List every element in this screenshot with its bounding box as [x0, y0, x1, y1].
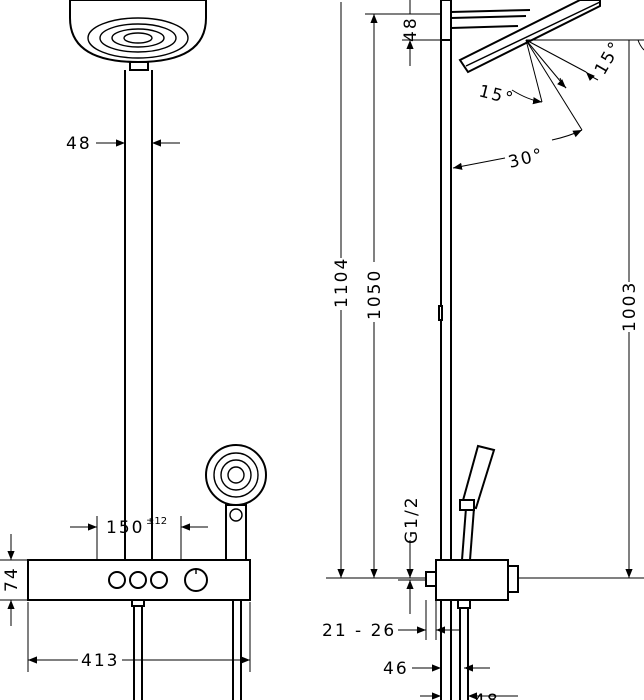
connection-label: G1/2 — [402, 495, 422, 544]
thermostat-icon — [27, 559, 251, 700]
mount-height-label: 1050 — [365, 269, 385, 320]
pipe-offset-label: 46 — [383, 659, 409, 679]
mount-height-dimension: 1050 — [365, 14, 385, 578]
side-view: 15° 15° 30° 48 1104 1050 — [322, 0, 644, 700]
side-thermostat — [425, 559, 519, 700]
spacing-tolerance-label: ±12 — [146, 516, 167, 527]
side-hand-shower — [459, 444, 496, 561]
connection-dimension: G1/2 — [398, 495, 426, 614]
spacing-label: 150 — [106, 518, 144, 538]
tilt-small-a-label: 15° — [477, 81, 517, 109]
pipe-offset-dimension: 46 — [383, 659, 490, 679]
tilt-large-label: 30° — [506, 145, 546, 173]
head-offset-label: 48 — [401, 16, 421, 42]
hand-shower-icon — [205, 444, 267, 561]
thermostat-width-label: 413 — [81, 651, 119, 671]
head-offset-dimension: 48 — [365, 0, 441, 66]
tilt-small-b-label: 15° — [591, 37, 626, 78]
front-view: 48 150 ±12 — [0, 0, 267, 700]
wall-distance-label: 21 - 26 — [322, 621, 396, 641]
pipe-width-label: 48 — [66, 134, 92, 154]
thermostat-height-dimension: 74 — [0, 534, 28, 626]
pipe-width-bottom-label: 48 — [474, 691, 500, 700]
pipe-width-bottom-dimension: 48 — [420, 691, 518, 700]
overhead-shower-icon — [69, 0, 207, 71]
total-height-label: 1104 — [332, 257, 352, 308]
spacing-dimension: 150 ±12 — [70, 516, 208, 560]
wall-distance-dimension: 21 - 26 — [322, 600, 460, 641]
thermostat-height-label: 74 — [2, 566, 22, 592]
thermostat-width-dimension: 413 — [27, 602, 251, 672]
pipe-width-dimension: 48 — [66, 134, 180, 154]
side-riser-pipe — [438, 0, 452, 560]
side-overhead-shower — [450, 0, 601, 74]
outlet-height-label: 1003 — [620, 281, 640, 332]
riser-pipe — [124, 70, 153, 560]
outlet-height-dimension: 1003 — [604, 39, 644, 578]
total-height-dimension: 1104 — [332, 2, 352, 578]
